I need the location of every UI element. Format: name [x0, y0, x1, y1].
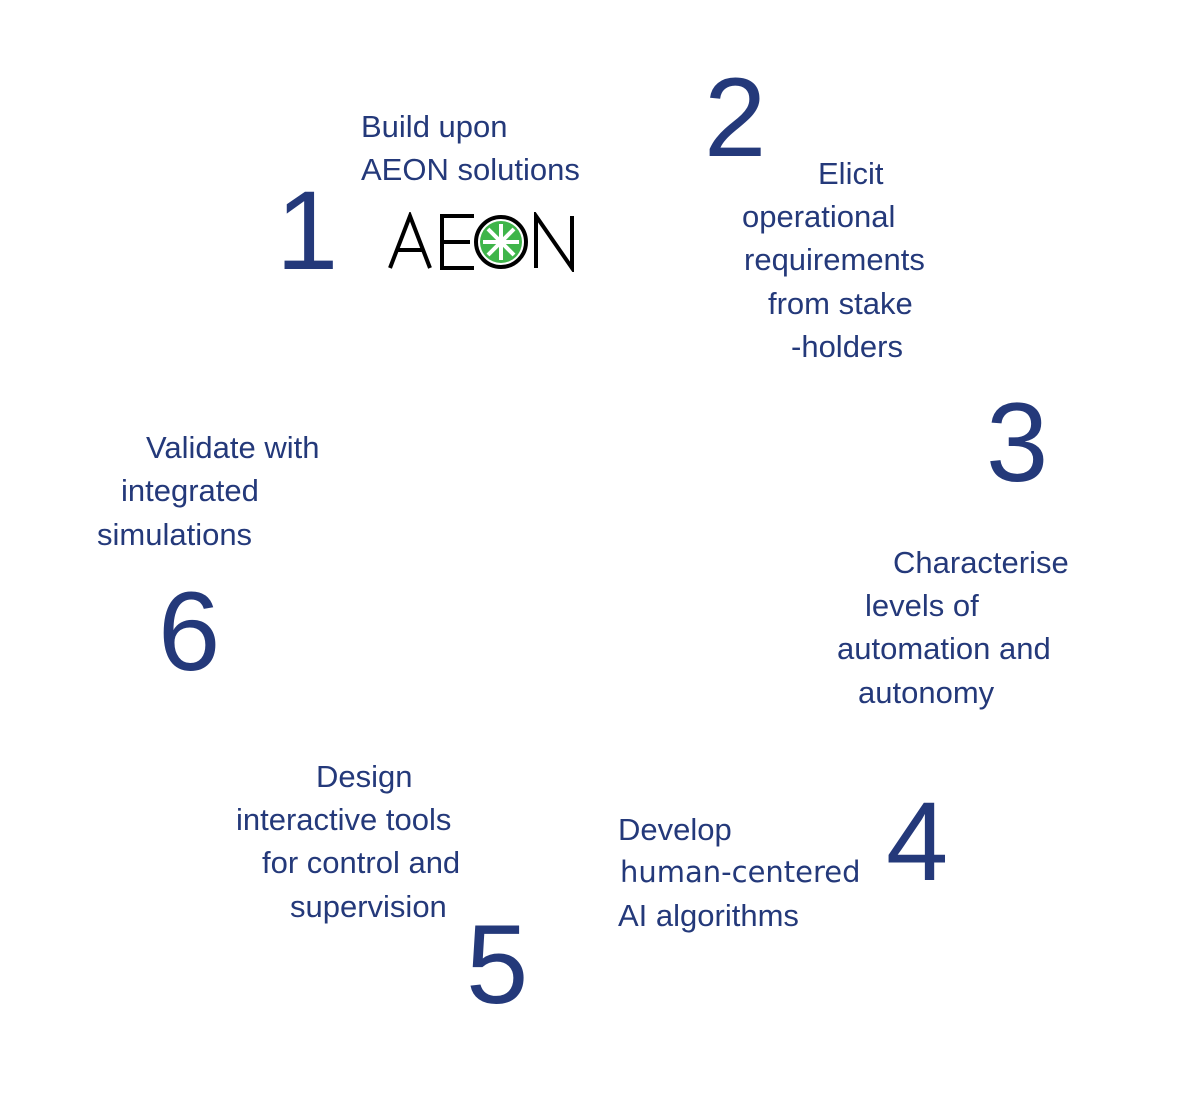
step-text: AI algorithms — [618, 898, 799, 933]
step-text: operational — [742, 199, 896, 234]
step-text: integrated — [121, 473, 259, 508]
step-text: autonomy — [858, 675, 995, 710]
step-text: requirements — [744, 242, 925, 277]
step-number: 4 — [886, 779, 949, 904]
step-text: simulations — [97, 517, 253, 552]
step-text: Validate with — [146, 430, 320, 465]
step-text: Design — [316, 759, 413, 794]
step-number: 3 — [986, 380, 1049, 505]
step-text: Develop — [618, 812, 732, 847]
step-text: -holders — [791, 329, 903, 364]
step-text: for control and — [262, 845, 461, 880]
step-text: from stake — [768, 286, 913, 321]
step-text: supervision — [290, 889, 447, 924]
step-text: human-centered — [620, 855, 861, 889]
step-text: interactive tools — [236, 802, 452, 837]
step-text: Characterise — [893, 545, 1069, 580]
step-number: 2 — [704, 55, 767, 180]
step-text: levels of — [865, 588, 979, 623]
step-text: automation and — [837, 631, 1051, 666]
step-number: 6 — [158, 569, 221, 694]
step-number: 1 — [276, 168, 339, 293]
step-text: Elicit — [818, 156, 884, 191]
step-text: Build upon — [361, 109, 508, 144]
aeon-logo — [388, 212, 574, 272]
step-number: 5 — [466, 902, 529, 1027]
step-text: AEON solutions — [361, 152, 580, 187]
